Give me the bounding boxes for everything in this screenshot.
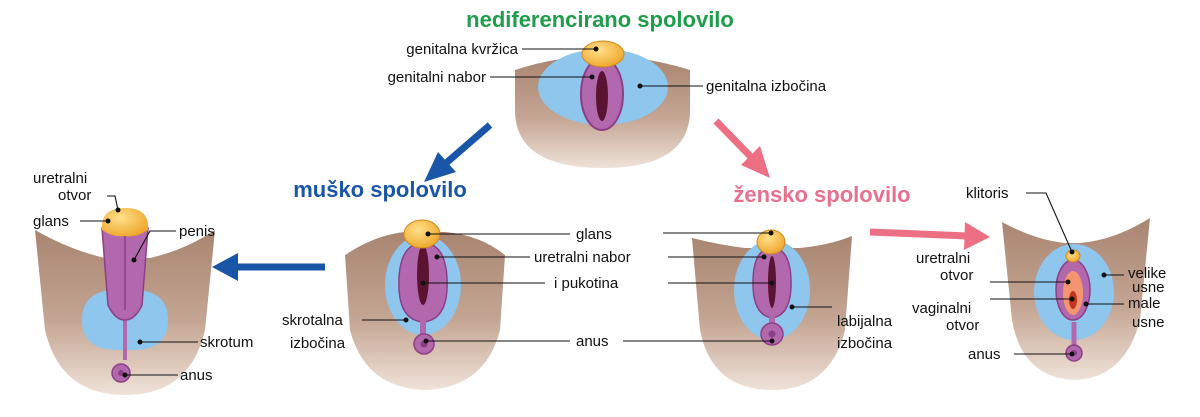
leader-lines bbox=[80, 46, 1124, 378]
label-urethral-opening-f-line2: otvor bbox=[940, 267, 973, 284]
label-scrotal-swelling-line1: skrotalna bbox=[282, 312, 344, 329]
label-labial-swelling-line1: labijalna bbox=[837, 313, 893, 330]
label-vaginal-opening-line2: otvor bbox=[946, 317, 979, 334]
label-labia-minora-line1: male bbox=[1128, 295, 1161, 312]
label-genital-tubercle: genitalna kvržica bbox=[406, 41, 518, 58]
label-penis: penis bbox=[179, 223, 215, 240]
label-labial-swelling-line2: izbočina bbox=[837, 335, 893, 352]
male-genitalia bbox=[35, 208, 215, 395]
label-labia-minora-line2: usne bbox=[1132, 314, 1165, 331]
label-glans-middle: glans bbox=[576, 226, 612, 243]
title-female: žensko spolovilo bbox=[733, 182, 910, 207]
arrow-to-penis bbox=[212, 253, 325, 281]
arrow-to-female bbox=[713, 118, 770, 178]
female-genitalia bbox=[1002, 218, 1150, 380]
label-scrotal-swelling-line2: izbočina bbox=[290, 335, 346, 352]
urogenital-slit bbox=[596, 71, 608, 121]
label-labia-majora-line1: velike bbox=[1128, 265, 1166, 282]
label-anus-middle: anus bbox=[576, 333, 609, 350]
arrow-to-male bbox=[424, 122, 493, 182]
label-labia-majora-line2: usne bbox=[1132, 279, 1165, 296]
label-anus-female: anus bbox=[968, 346, 1001, 363]
label-scrotum: skrotum bbox=[200, 334, 253, 351]
female-intermediate-genitalia bbox=[692, 229, 852, 390]
title-undifferentiated: nediferencirano spolovilo bbox=[466, 7, 734, 32]
label-urethral-fold: uretralni nabor bbox=[534, 249, 631, 266]
genital-tubercle bbox=[581, 40, 625, 68]
label-and-slit: i pukotina bbox=[554, 275, 619, 292]
title-male: muško spolovilo bbox=[293, 177, 467, 202]
male-intermediate-genitalia bbox=[345, 219, 505, 390]
label-genital-swelling: genitalna izbočina bbox=[706, 78, 827, 95]
label-clitoris: klitoris bbox=[966, 185, 1009, 202]
label-anus: anus bbox=[180, 367, 213, 384]
label-urethral-opening-line2: otvor bbox=[58, 187, 91, 204]
label-genital-fold: genitalni nabor bbox=[388, 69, 486, 86]
label-vaginal-opening-line1: vaginalni bbox=[912, 300, 971, 317]
label-glans: glans bbox=[33, 213, 69, 230]
arrow-to-vulva bbox=[869, 222, 990, 250]
undifferentiated-genitalia bbox=[515, 40, 690, 168]
label-urethral-opening-f-line1: uretralni bbox=[916, 250, 970, 267]
glans bbox=[756, 229, 786, 255]
glans bbox=[101, 208, 149, 237]
urethral-slit bbox=[417, 245, 429, 305]
label-urethral-opening-line1: uretralni bbox=[33, 170, 87, 187]
